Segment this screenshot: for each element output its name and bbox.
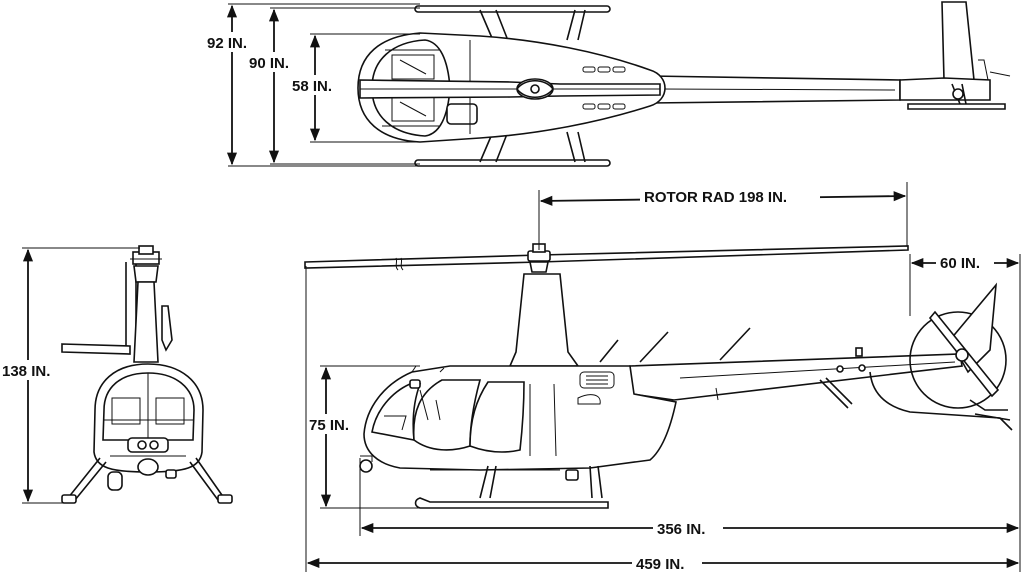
- side-view: [304, 243, 1013, 509]
- side-view-tailboom: [629, 347, 1013, 431]
- front-view-mast: [130, 245, 162, 363]
- top-view: [357, 1, 1011, 167]
- dim-fuselage-length: 356 IN.: [657, 521, 705, 538]
- front-view: [61, 245, 233, 504]
- front-view-dimensions: 138 IN.: [0, 247, 140, 504]
- top-view-dimensions: 92 IN. 90 IN. 58 IN.: [204, 3, 420, 167]
- side-view-fuselage: [359, 365, 677, 473]
- top-view-tailboom: [649, 1, 1011, 110]
- dim-top-skid-width: 90 IN.: [249, 55, 289, 72]
- top-view-main-rotor: [359, 78, 661, 100]
- dim-side-cabin-height: 75 IN.: [309, 417, 349, 434]
- top-view-vents: [582, 66, 626, 110]
- dim-tail-rotor-diameter: 60 IN.: [940, 255, 980, 272]
- dim-top-cabin-width: 58 IN.: [292, 78, 332, 95]
- top-view-skids: [414, 5, 611, 167]
- dim-overall-length: 459 IN.: [636, 556, 684, 573]
- dim-front-height: 138 IN.: [2, 363, 50, 380]
- side-view-skids: [414, 465, 609, 509]
- side-view-main-rotor: [304, 243, 909, 273]
- dim-rotor-radius: ROTOR RAD 198 IN.: [644, 189, 787, 206]
- front-view-cabin: [93, 363, 204, 491]
- side-view-mast-fairing: [508, 273, 580, 367]
- side-view-dimensions: ROTOR RAD 198 IN. 60 IN. 75 IN. 356 IN. …: [305, 182, 1021, 573]
- dim-top-overall-width: 92 IN.: [207, 35, 247, 52]
- side-view-tail: [909, 282, 1011, 421]
